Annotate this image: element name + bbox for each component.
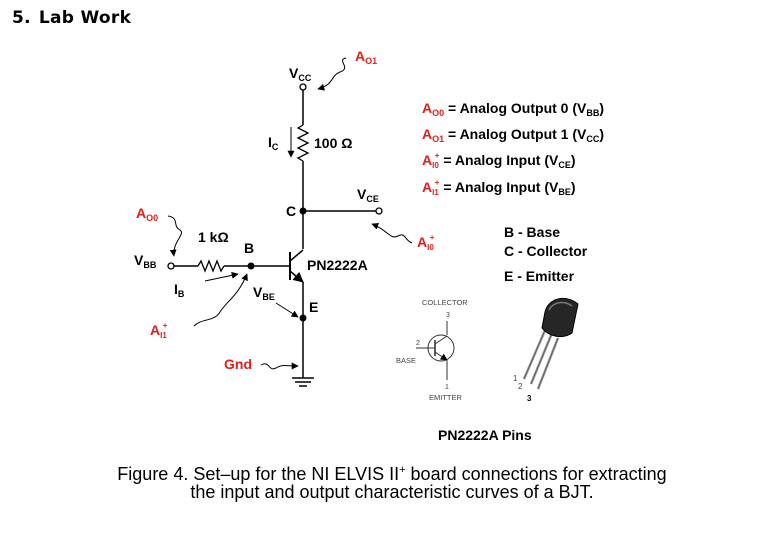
vcc-terminal (299, 83, 307, 91)
ic-label: IC (268, 134, 279, 152)
ao1-pointer (317, 57, 347, 91)
b-node-label: B (244, 240, 254, 256)
section-number: 5. (12, 8, 31, 28)
vce-label: VCE (357, 186, 379, 204)
pin-legend-emitter: E - Emitter (504, 268, 575, 284)
ai1-pointer (193, 273, 248, 327)
section-title: Lab Work (38, 8, 132, 28)
vbb-terminal (167, 262, 175, 270)
legend-row: AO0 = Analog Output 0 (VBB) (422, 100, 604, 118)
package-pin3: 3 (527, 394, 532, 403)
gnd-pointer (260, 362, 299, 370)
legend-row: AO1 = Analog Output 1 (VCC) (422, 126, 604, 144)
base-resistor-label: 1 kΩ (198, 229, 229, 245)
ao0-pointer (167, 215, 182, 257)
vbe-label: VBE (253, 284, 275, 302)
to92-package-illustration: 1 2 3 (513, 297, 579, 403)
section-heading: 5. Lab Work (12, 8, 131, 28)
base-node (247, 262, 255, 270)
ai1-label: AI1+ (150, 321, 168, 340)
legend-row: AI0+ = Analog Input (VCE) (422, 151, 576, 170)
figure-caption-line-2: the input and output characteristic curv… (190, 482, 594, 502)
ib-arrow (204, 271, 239, 282)
pin-legend-collector: C - Collector (504, 243, 588, 259)
io-legend: AO0 = Analog Output 0 (VBB) AO1 = Analog… (422, 100, 604, 197)
legend-row: AI1+ = Analog Input (VBE) (422, 178, 576, 197)
emitter-node (299, 314, 307, 322)
vcc-label: VCC (289, 65, 312, 83)
to92-body (541, 297, 579, 338)
figure-caption-line-1: Figure 4. Set–up for the NI ELVIS II+ bo… (117, 464, 667, 484)
pin1-label: 1 (445, 384, 449, 391)
collector-resistor (296, 124, 310, 162)
pin-letter-legend: B - Base C - Collector E - Emitter (504, 224, 588, 284)
pin3-label: 3 (446, 312, 450, 319)
vbb-label: VBB (134, 252, 157, 270)
pins-title: PN2222A Pins (438, 427, 532, 443)
pin-emitter-label: EMITTER (429, 393, 462, 402)
ai0-label: AI0+ (417, 233, 435, 252)
package-pin1: 1 (513, 374, 518, 383)
transistor-label: PN2222A (307, 257, 368, 273)
ib-label: IB (174, 281, 185, 299)
vbe-arrow (275, 302, 299, 318)
transistor-collector-lead (289, 249, 304, 262)
transistor-emitter-lead (289, 270, 304, 283)
base-resistor (197, 259, 225, 273)
e-node-label: E (309, 299, 318, 315)
pin-collector-label: COLLECTOR (422, 298, 468, 307)
pin2-label: 2 (416, 340, 420, 347)
pin-legend-base: B - Base (504, 224, 560, 240)
vce-terminal (375, 207, 383, 215)
c-node-label: C (286, 203, 296, 219)
package-pin2: 2 (518, 382, 523, 391)
ao0-label: AO0 (136, 205, 158, 223)
pin-base-label: BASE (396, 356, 416, 365)
gnd-label: Gnd (224, 356, 252, 372)
ao1-label: AO1 (355, 48, 377, 66)
collector-resistor-label: 100 Ω (314, 135, 352, 151)
pin-schematic: COLLECTOR 3 2 BASE 1 EMITTER (396, 298, 468, 402)
ai0-pointer (371, 222, 413, 244)
